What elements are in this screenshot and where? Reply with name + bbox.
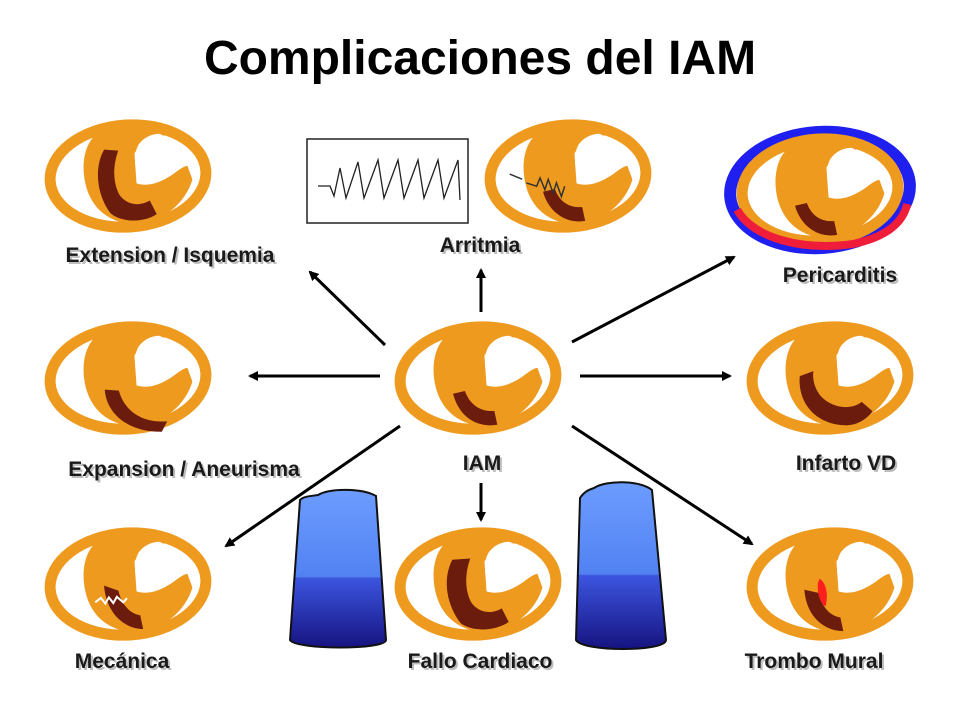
label-pericarditis: Pericarditis Pericarditis	[783, 264, 899, 289]
svg-text:Fallo Cardiaco: Fallo Cardiaco	[410, 652, 555, 675]
label-infarto-vd: Infarto VD Infarto VD	[796, 452, 898, 477]
label-iam: IAM IAM	[463, 452, 504, 477]
infarct-zone	[543, 188, 586, 222]
heart-extension	[47, 120, 210, 233]
pericardium-inflamed	[733, 202, 912, 250]
arrow-to-trombo	[571, 424, 754, 546]
arrhythmia-arrow	[509, 173, 523, 180]
svg-text:Extension / Isquemia: Extension / Isquemia	[66, 244, 275, 267]
ecg-strip	[306, 138, 469, 224]
label-mecanica: Mecánica Mecánica	[75, 650, 172, 675]
label-extension: Extension / Isquemia Extension / Isquemi…	[66, 244, 277, 269]
label-fallo-cardiaco: Fallo Cardiaco Fallo Cardiaco	[408, 650, 555, 675]
infarct-zone	[804, 589, 844, 632]
svg-text:Expansion / Aneurisma: Expansion / Aneurisma	[68, 458, 300, 481]
svg-text:Mecánica: Mecánica	[75, 650, 170, 673]
ventricle-right-column	[574, 481, 668, 650]
heart-iam-center	[397, 322, 560, 435]
svg-text:IAM: IAM	[465, 454, 504, 477]
infarct-zone	[104, 585, 144, 630]
infarct-zone	[104, 389, 168, 432]
svg-text:Trombo Mural: Trombo Mural	[747, 652, 886, 675]
heart-fallo-cardiaco	[397, 528, 560, 641]
svg-text:Extension / Isquemia: Extension / Isquemia	[68, 246, 277, 269]
thrombus	[817, 578, 827, 607]
svg-text:Pericarditis: Pericarditis	[783, 264, 897, 287]
arrow-to-mecanica	[224, 424, 401, 548]
arrhythmia-zigzag	[526, 175, 566, 199]
heart-pericarditis	[724, 125, 916, 255]
label-trombo-mural: Trombo Mural Trombo Mural	[745, 650, 886, 675]
label-arritmia: Arritmia Arritmia	[440, 234, 523, 259]
arrows	[224, 255, 754, 548]
ventricle-left-column	[288, 488, 388, 649]
infarct-zone	[98, 149, 157, 221]
page-title: Complicaciones del IAM	[204, 32, 756, 85]
heart-infarto-vd	[749, 322, 912, 435]
svg-text:Mecánica: Mecánica	[77, 652, 172, 675]
svg-text:IAM: IAM	[463, 452, 502, 475]
heart-arritmia	[487, 120, 650, 233]
svg-text:Expansion / Aneurisma: Expansion / Aneurisma	[70, 460, 302, 483]
svg-text:Infarto VD: Infarto VD	[796, 452, 896, 475]
svg-text:Fallo Cardiaco: Fallo Cardiaco	[408, 650, 553, 673]
svg-text:Trombo Mural: Trombo Mural	[745, 650, 884, 673]
infarct-zone	[799, 371, 873, 426]
heart-trombo-mural	[749, 528, 912, 641]
heart-mecanica	[47, 528, 210, 641]
svg-text:Arritmia: Arritmia	[442, 236, 523, 259]
infarct-zone	[453, 390, 498, 426]
svg-text:Pericarditis: Pericarditis	[785, 266, 899, 289]
infarct-zone	[446, 558, 509, 630]
arrow-to-pericarditis	[571, 255, 736, 344]
rupture-mark	[94, 595, 128, 606]
arrow-to-extension	[308, 270, 387, 347]
svg-text:Arritmia: Arritmia	[440, 234, 521, 257]
infarct-zone	[795, 202, 838, 236]
label-expansion: Expansion / Aneurisma Expansion / Aneuri…	[68, 458, 302, 483]
svg-text:Infarto VD: Infarto VD	[798, 454, 898, 477]
heart-expansion	[47, 322, 210, 440]
